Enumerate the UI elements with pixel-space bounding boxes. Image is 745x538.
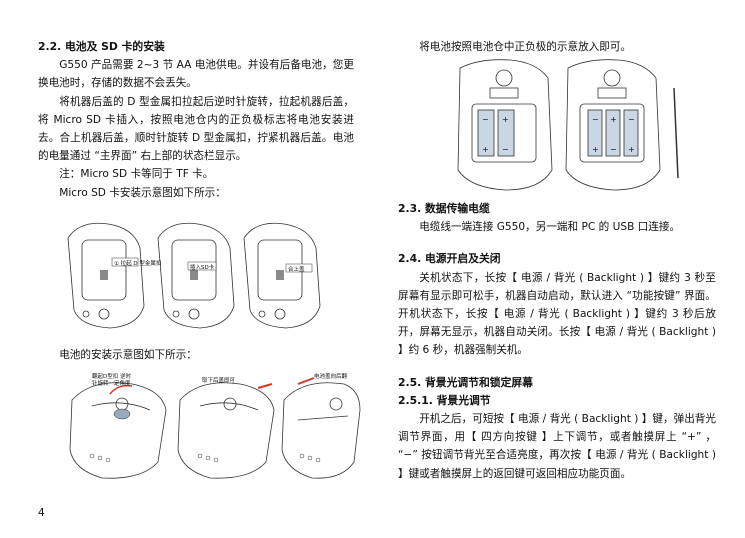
svg-text:+: + (628, 145, 635, 154)
battery-callout-3: 电池盖向后翻 (314, 374, 348, 380)
sd-callout-3: 合上盖 (288, 267, 305, 273)
battery-callout-2: 取下后盖即可 (202, 378, 236, 384)
battery-caption-block: 电池的安装示意图如下所示： (38, 346, 354, 364)
right-column-sections: 2.3. 数据传输电缆 电缆线一端连接 G550，另一端和 PC 的 USB 口… (398, 200, 716, 483)
cable-paragraph: 电缆线一端连接 G550，另一端和 PC 的 USB 口连接。 (419, 221, 681, 234)
device-back-icon (67, 222, 321, 329)
battery-install-figure: 翻起D型扣 逆时针旋转一定角度 取下后盖即可 电池盖向后翻 (62, 370, 362, 485)
right-column-top: 将电池按照电池仓中正负极的示意放入即可。 (398, 38, 714, 56)
battery-compartment-figure: − + + − − + − + − + (440, 58, 710, 193)
arrow-icon (297, 377, 315, 385)
sd-figure-caption: Micro SD 卡安装示意图如下所示： (59, 186, 226, 199)
svg-text:−: − (592, 115, 599, 124)
page-number: 4 (38, 507, 45, 519)
note-sd: 注：Micro SD 卡等同于 TF 卡。 (59, 168, 214, 181)
device-back-icon (69, 377, 361, 479)
section-title-2-3: 2.3. 数据传输电缆 (398, 202, 490, 215)
paragraph-power: G550 产品需要 2~3 节 AA 电池供电。并设有后备电池，您更换电池时，存… (38, 59, 354, 90)
svg-text:−: − (610, 145, 617, 154)
section-title-2-2: 2.2. 电池及 SD 卡的安装 (38, 40, 165, 53)
paragraph-install: 将机器后盖的 D 型金属扣拉起后逆时针旋转，拉起机器后盖，将 Micro SD … (38, 95, 354, 163)
battery-compartment-icon: − + + − − + − + − + (457, 59, 679, 191)
sd-callout-1: ① 拉起 D 型金属扣 (114, 261, 162, 267)
svg-text:−: − (482, 115, 489, 124)
svg-text:+: + (502, 115, 509, 124)
section-title-2-5-1: 2.5.1. 背景光调节 (398, 393, 491, 407)
battery-figure-caption: 电池的安装示意图如下所示： (59, 349, 197, 361)
section-title-2-4: 2.4. 电源开启及关闭 (398, 252, 501, 266)
section-title-2-5: 2.5. 背景光调节和锁定屏幕 (398, 375, 533, 389)
sd-install-figure: ① 拉起 D 型金属扣 插入SD卡 合上盖 (60, 218, 330, 333)
svg-text:+: + (592, 145, 599, 154)
battery-callout-1: 翻起D型扣 逆时针旋转一定角度 (92, 374, 131, 387)
sd-callout-2: 插入SD卡 (190, 265, 215, 271)
battery-intro: 将电池按照电池仓中正负极的示意放入即可。 (419, 41, 632, 53)
left-column: 2.2. 电池及 SD 卡的安装 G550 产品需要 2~3 节 AA 电池供电… (38, 38, 354, 202)
svg-text:+: + (482, 145, 489, 154)
svg-text:−: − (502, 145, 509, 154)
power-paragraph: 关机状态下，长按【 电源 / 背光 ( Backlight ) 】键约 3 秒至… (398, 271, 716, 357)
arrow-icon (257, 383, 273, 389)
arrow-icon (109, 384, 133, 395)
backlight-paragraph: 开机之后，可短按【 电源 / 背光 ( Backlight ) 】键，弹出背光调… (398, 413, 716, 480)
svg-text:+: + (610, 115, 617, 124)
svg-text:−: − (628, 115, 635, 124)
